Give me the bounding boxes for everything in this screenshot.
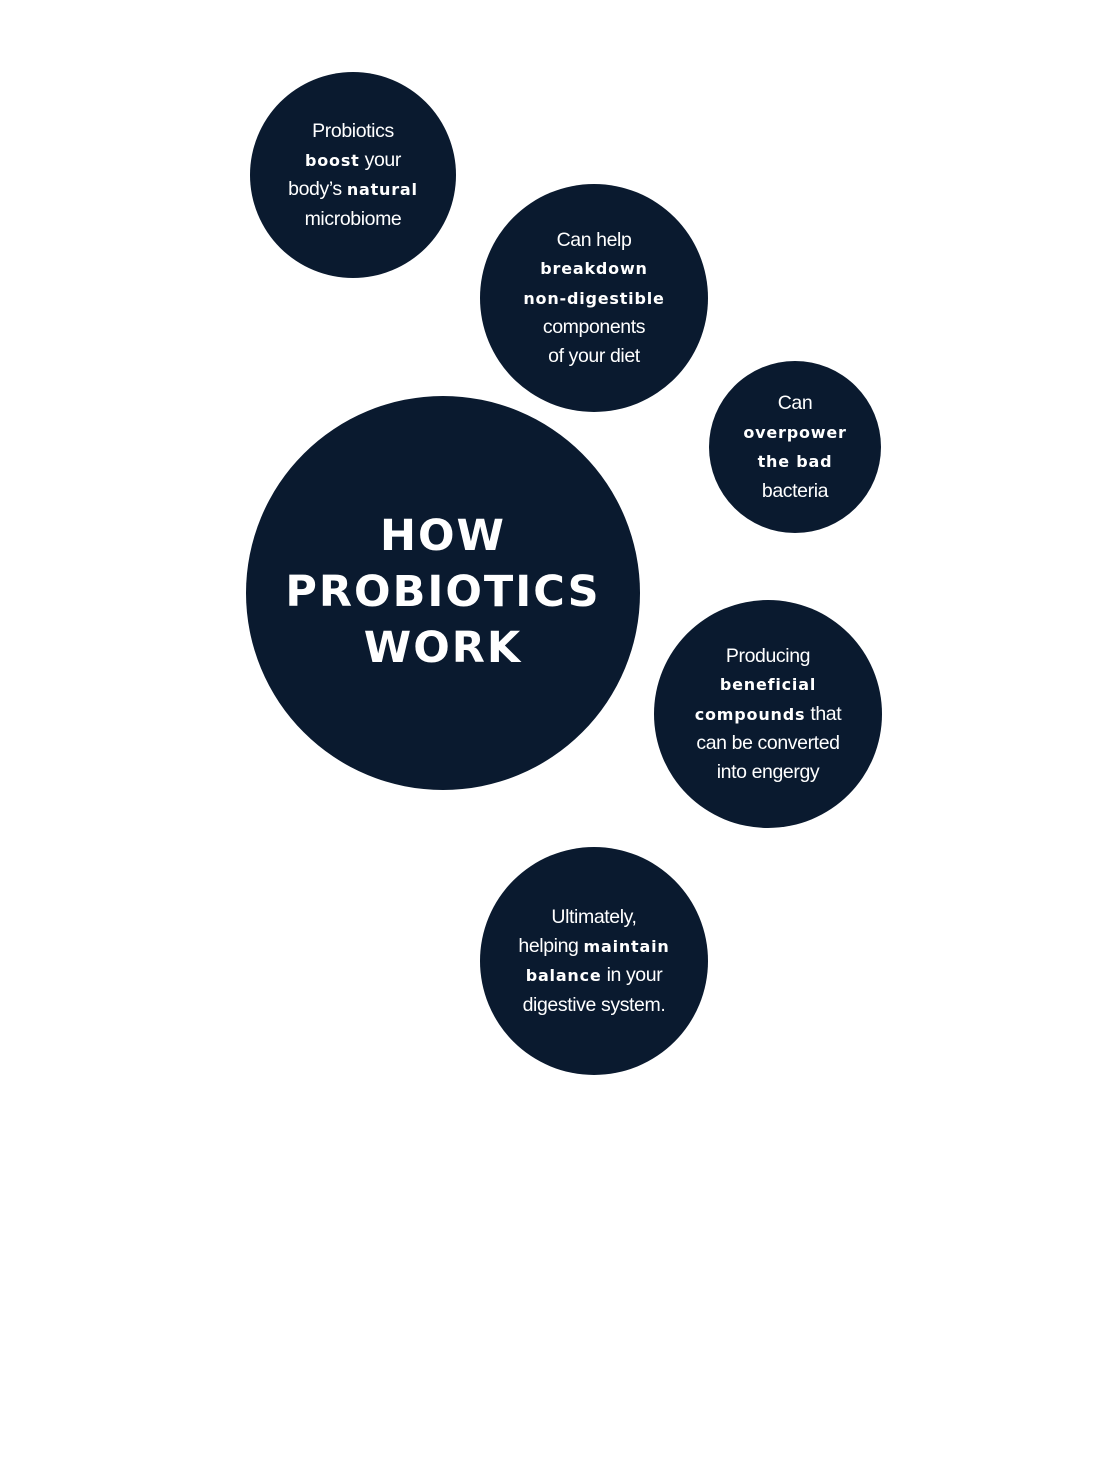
regular-text: Can	[777, 392, 813, 414]
bubble-line: overpower	[743, 418, 846, 448]
bubble-line: microbiome	[288, 205, 418, 234]
bold-text: balance	[525, 966, 602, 985]
bold-text: boost	[305, 150, 360, 170]
regular-text: into engergy	[716, 760, 820, 783]
bold-text: compounds	[694, 704, 806, 724]
bubble-line: can be converted	[695, 729, 842, 758]
bold-text: breakdown	[540, 259, 648, 279]
regular-text: of your diet	[548, 344, 640, 367]
bubble-line: the bad	[743, 447, 846, 477]
bubble-breakdown-diet: Can help breakdown non-digestible component…	[480, 184, 708, 412]
bubble-line: beneficial	[695, 670, 842, 700]
regular-text: digestive system.	[522, 993, 666, 1016]
regular-text: bacteria	[761, 479, 829, 502]
bubble-line: compounds that	[695, 700, 842, 730]
bubble-line: Producing	[695, 642, 842, 671]
title-line: PROBIOTICS	[285, 567, 601, 617]
bold-text: maintain	[583, 936, 670, 956]
bold-text: non-digestible	[523, 288, 665, 308]
regular-text: in your	[601, 964, 663, 986]
bubble-line: balance in your	[518, 961, 669, 991]
regular-text: Producing	[725, 644, 811, 667]
bubble-line: bacteria	[743, 477, 846, 506]
regular-text: body’s	[288, 178, 347, 200]
main-title: HOW PROBIOTICS WORK	[285, 508, 600, 676]
main-title-circle: HOW PROBIOTICS WORK	[246, 396, 640, 790]
bubble-line: Ultimately,	[518, 903, 669, 932]
bubble-text: Can help breakdown non-digestible component…	[523, 226, 664, 371]
bold-text: overpower	[743, 422, 847, 442]
bold-text: the bad	[757, 452, 833, 471]
regular-text: can be converted	[696, 732, 840, 755]
regular-text: Can help	[556, 228, 632, 251]
regular-text: helping	[518, 934, 584, 957]
bubble-text: Can overpower the bad bacteria	[743, 389, 846, 505]
bubble-line: boost your	[288, 146, 418, 176]
bubble-line: helping maintain	[518, 932, 669, 962]
regular-text: Probiotics	[312, 120, 394, 142]
bubble-line: Can help	[523, 226, 664, 255]
regular-text: microbiome	[304, 207, 402, 230]
bubble-line: of your diet	[523, 342, 664, 371]
bubble-overpower-bacteria: Can overpower the bad bacteria	[709, 361, 881, 533]
title-line: WORK	[363, 623, 523, 673]
bubble-line: non-digestible	[523, 284, 664, 314]
bubble-line: components	[523, 313, 664, 342]
bold-text: beneficial	[719, 675, 817, 695]
bold-text: natural	[346, 180, 418, 199]
bubble-line: breakdown	[523, 254, 664, 284]
regular-text: your	[359, 148, 402, 171]
bubble-line: body’s natural	[288, 175, 418, 205]
bubble-line: into engergy	[695, 758, 842, 787]
regular-text: Ultimately,	[551, 906, 637, 928]
title-line: HOW	[380, 511, 506, 561]
regular-text: that	[805, 702, 842, 725]
bubble-line: Probiotics	[288, 117, 418, 146]
bubble-line: Can	[743, 389, 846, 418]
bubble-line: digestive system.	[518, 991, 669, 1020]
regular-text: components	[542, 316, 646, 339]
